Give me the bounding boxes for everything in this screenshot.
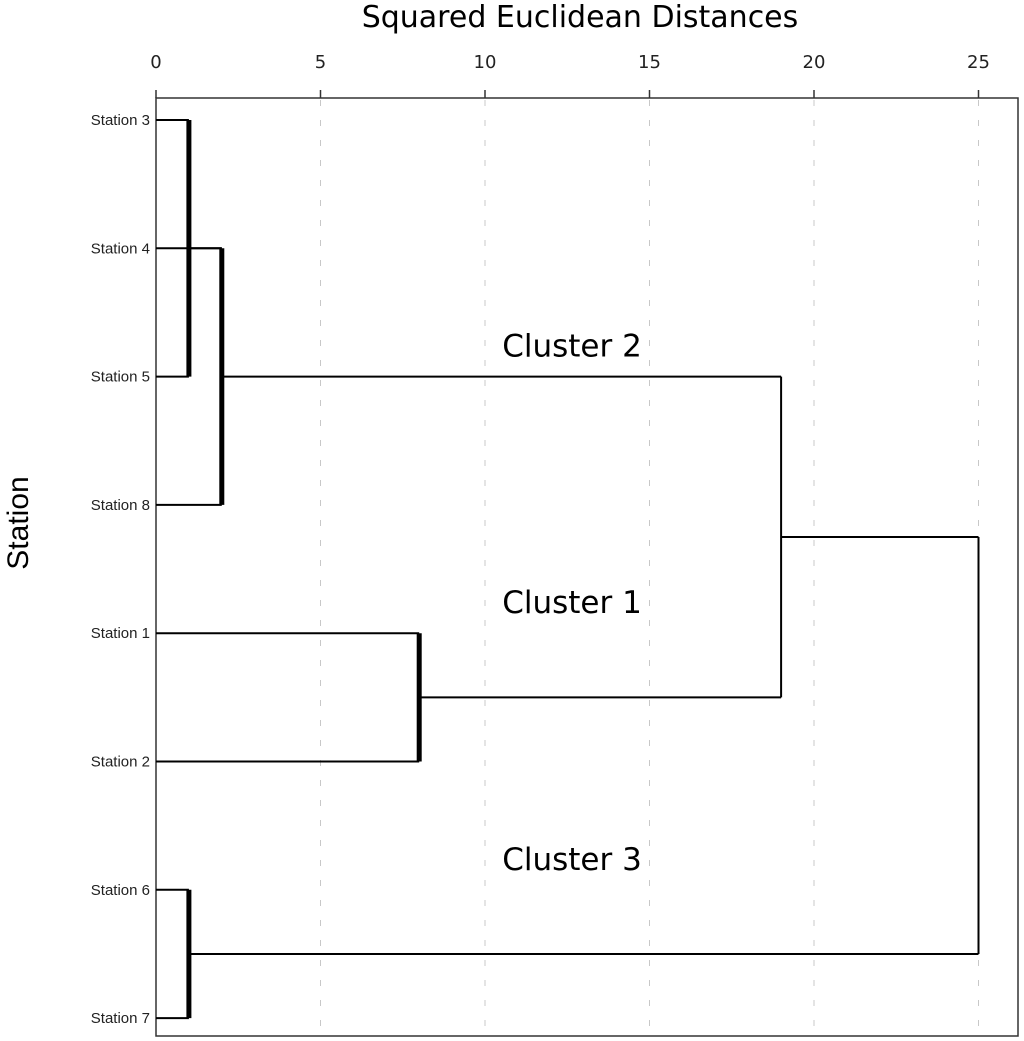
leaf-label: Station 8 [91, 497, 150, 514]
leaf-label: Station 7 [91, 1010, 150, 1027]
x-tick-label-20: 20 [803, 52, 826, 73]
leaf-label: Station 3 [91, 112, 150, 129]
plot-frame [155, 97, 1019, 1037]
y-axis-label: Station [2, 476, 35, 569]
cluster-label: Cluster 2 [502, 329, 642, 365]
x-tick-label-15: 15 [638, 52, 661, 73]
x-tick-label-0: 0 [150, 52, 161, 73]
grid-lines [320, 100, 979, 1034]
cluster-labels: Cluster 2 Cluster 1 Cluster 3 [502, 329, 642, 878]
cluster-label: Cluster 1 [502, 585, 642, 621]
leaf-label: Station 2 [91, 754, 150, 771]
leaf-label: Station 1 [91, 625, 150, 642]
x-axis-ticks: 0 5 10 15 20 25 [150, 52, 990, 98]
cluster-label: Cluster 3 [502, 842, 642, 878]
leaf-label: Station 6 [91, 882, 150, 899]
leaf-labels: Station 3 Station 4 Station 5 Station 8 Stat… [91, 112, 150, 1027]
x-tick-label-10: 10 [474, 52, 497, 73]
dendrogram-links [156, 119, 980, 1020]
chart-title: Squared Euclidean Distances [362, 0, 799, 35]
x-tick-label-25: 25 [967, 52, 990, 73]
leaf-label: Station 5 [91, 369, 150, 386]
x-tick-label-5: 5 [315, 52, 326, 73]
leaf-label: Station 4 [91, 240, 150, 257]
